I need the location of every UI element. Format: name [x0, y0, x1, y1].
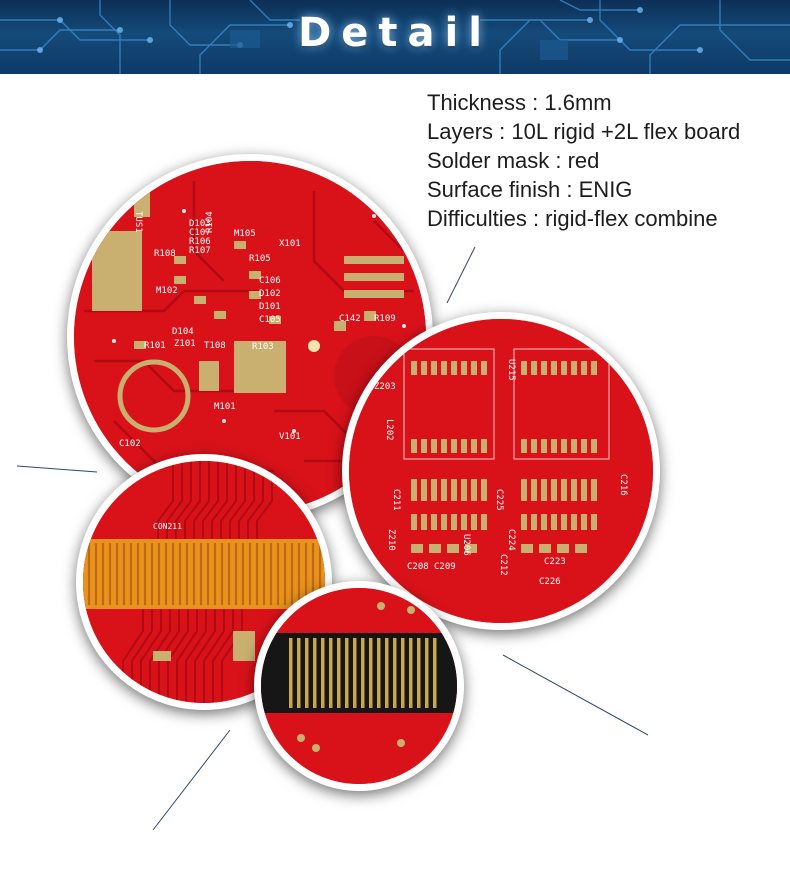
spec-list: Thickness : 1.6mm Layers : 10L rigid +2L…	[427, 88, 740, 233]
silkscreen-label: R107	[189, 246, 211, 256]
callout-line-left	[16, 465, 98, 473]
silkscreen-label: C209	[434, 562, 456, 572]
pcb-detail-gold-finger	[254, 581, 464, 791]
spec-thickness: Thickness : 1.6mm	[427, 90, 612, 115]
spec-layers: Layers : 10L rigid +2L flex board	[427, 119, 741, 144]
silkscreen-label: L202	[384, 419, 394, 441]
silkscreen-label: D102	[259, 289, 281, 299]
silkscreen-label: U215	[506, 359, 516, 381]
callout-line-bottom	[152, 729, 231, 831]
spec-difficulties: Difficulties : rigid-flex combine	[427, 206, 718, 231]
silkscreen-label: R103	[252, 342, 274, 352]
silkscreen-label: U206	[461, 534, 471, 556]
silkscreen-label: C223	[544, 557, 566, 567]
silkscreen-label: R106	[189, 237, 211, 247]
silkscreen-label: T108	[204, 341, 226, 351]
callout-line-specs	[446, 246, 476, 304]
silkscreen-label: C142	[339, 314, 361, 324]
silkscreen-label: R109	[374, 314, 396, 324]
silkscreen-label: D101	[259, 302, 281, 312]
silkscreen-label: M105	[234, 229, 256, 239]
header-banner: Detail	[0, 0, 790, 74]
silkscreen-label: V101	[279, 432, 301, 442]
spec-solder-mask: Solder mask : red	[427, 148, 600, 173]
silkscreen-label: R104	[205, 211, 215, 233]
silkscreen-label: C216	[618, 474, 628, 496]
pcb-detail-flex: CON211	[76, 454, 332, 710]
silkscreen-label: C211	[391, 489, 401, 511]
silkscreen-label: D103	[189, 219, 211, 229]
silkscreen-label: C102	[119, 439, 141, 449]
silkscreen-label: Z203	[374, 382, 396, 392]
silkscreen-label: Z101	[174, 339, 196, 349]
silkscreen-label: C212	[498, 554, 508, 576]
circuit-pattern	[0, 0, 790, 74]
pcb-gold-finger-image	[261, 588, 457, 784]
silkscreen-label: R105	[249, 254, 271, 264]
silkscreen-label: C224	[506, 529, 516, 551]
silkscreen-label: C226	[539, 577, 561, 587]
silkscreen-label: CON211	[153, 522, 182, 531]
silkscreen-label: C225	[494, 489, 504, 511]
silkscreen-label: C107	[189, 228, 211, 238]
silkscreen-label: TUS1	[133, 211, 143, 233]
silkscreen-label: R101	[144, 341, 166, 351]
silkscreen-label: D104	[172, 327, 194, 337]
callout-line-right	[502, 654, 649, 736]
spec-surface-finish: Surface finish : ENIG	[427, 177, 633, 202]
silkscreen-label: R108	[154, 249, 176, 259]
silkscreen-label: M102	[156, 286, 178, 296]
silkscreen-label: X101	[279, 239, 301, 249]
silkscreen-label: C106	[259, 276, 281, 286]
silkscreen-label: C105	[259, 315, 281, 325]
silkscreen-label: C208	[407, 562, 429, 572]
silkscreen-label: Z210	[386, 529, 396, 551]
silkscreen-label: M101	[214, 402, 236, 412]
page-title: Detail	[298, 10, 492, 56]
